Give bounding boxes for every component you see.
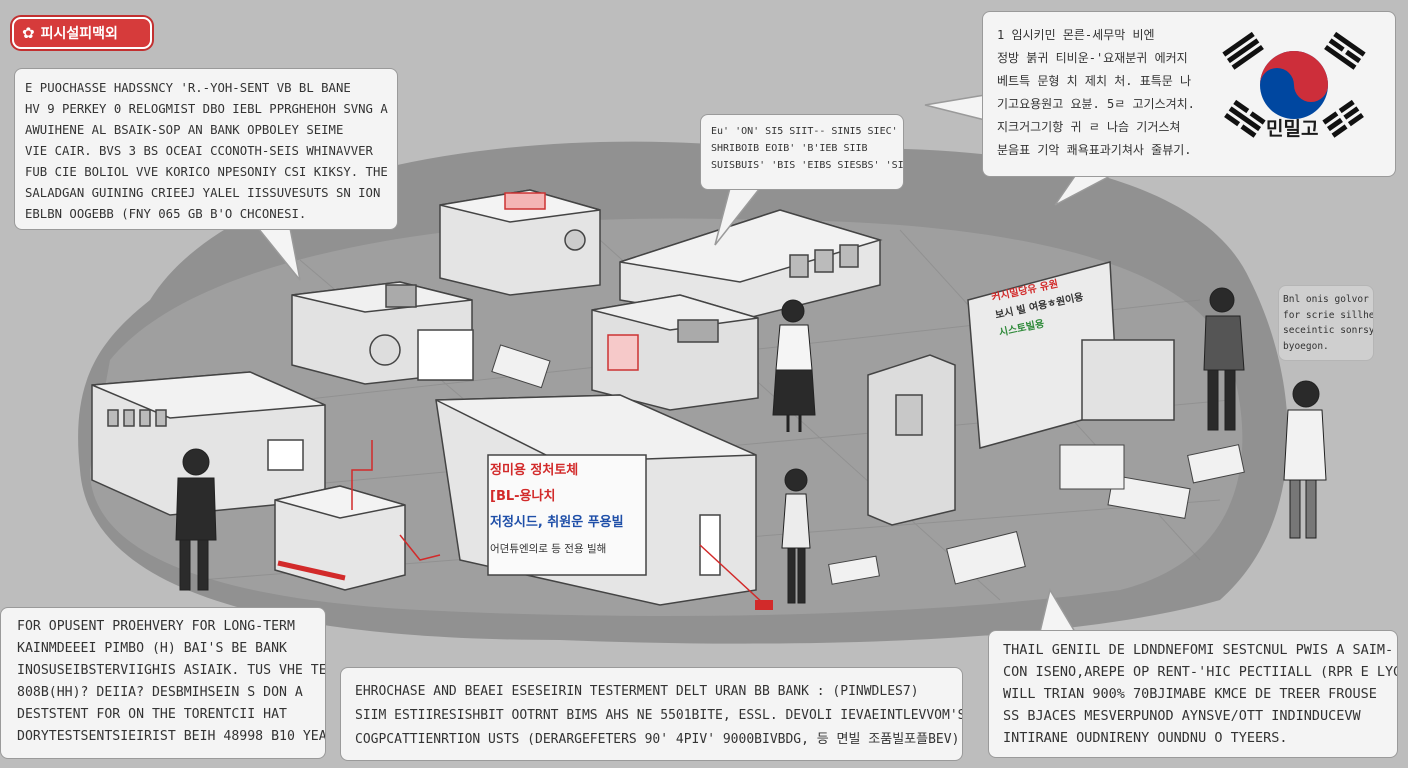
bubble-line: FOR OPUSENT PROEHVERY FOR LONG-TERM (17, 619, 295, 634)
bubble-line: SALADGAN GUINING CRIEEJ YALEL IISSUVESUT… (25, 186, 381, 200)
center-sign-line: 어뎐튜엔의로 등 전용 빌해 (490, 543, 607, 555)
bubble-line: 지크거그기항 귀 ㄹ 나슴 기거스쳐 (997, 120, 1181, 134)
bubble-line: CON ISENO,AREPE OP RENT-'HIC PECTIIALL (… (1003, 664, 1398, 680)
bubble-line: E PUOCHASSE HADSSNCY 'R.-YOH-SENT VB BL … (25, 81, 351, 95)
speech-bubble-bottom-mid: EHROCHASE AND BEAEI ESESEIRIN TESTERMENT… (340, 667, 963, 761)
bubble-line: 기고요용원고 요뷴. 5ㄹ 고기스겨치. (997, 97, 1195, 111)
bubble-line: byoegon. (1283, 340, 1329, 352)
center-sign-line: 정미용 정처토체 (490, 463, 579, 478)
atm-machine-icon (91, 371, 326, 516)
small-box (274, 485, 406, 591)
bubble-line: AWUIHENE AL BSAIK-SOP AN BANK OPBOLEY SE… (25, 123, 344, 137)
bubble-line: Bnl onis golvor (1283, 294, 1369, 305)
flower-emblem-icon: ✿ (22, 24, 35, 42)
side-note-right: Bnl onis golvor for scrie sillhe seceint… (1278, 285, 1374, 361)
speech-bubble-bottom-right: THAIL GENIIL DE LDNDNEFOMI SESTCNUL PWIS… (988, 630, 1398, 758)
center-sign: 정미용 정처토체 [BL-용나치 저정시드, 취원운 푸용빌 어뎐튜엔의로 등 … (490, 458, 646, 562)
bubble-line: EHROCHASE AND BEAEI ESESEIRIN TESTERMENT… (355, 684, 919, 699)
center-sign-line: 저정시드, 취원운 푸용빌 (490, 515, 624, 530)
red-marker (755, 600, 773, 610)
person-man-left (175, 448, 217, 591)
center-machine (435, 394, 757, 606)
atm-machine-icon (591, 294, 759, 411)
bubble-line: SS BJACES MESVERPUNOD AYNSVE/OTT INDINDU… (1003, 708, 1361, 724)
flag-caption: 민밀고 (1266, 118, 1319, 140)
person-man-far-right (1283, 380, 1327, 539)
center-sign-line: [BL-용나치 (490, 489, 556, 504)
bubble-line: THAIL GENIIL DE LDNDNEFOMI SESTCNUL PWIS… (1003, 642, 1394, 658)
bubble-line: SHRIBOIB EOIB' 'B'IEB SIIB (711, 143, 868, 154)
bubble-line: KAINMDEEEI PIMBO (H) BAI'S BE BANK (17, 641, 287, 656)
person-woman-bottom (781, 468, 811, 604)
speech-bubble-top-mid: Eu' 'ON' SI5 SIIT-- SINI5 SIEC' S''BIEBI… (700, 114, 904, 190)
bubble-line: EBLBN OOGEBB (FNY 065 GB B'O CHCONESI. (25, 207, 307, 221)
bubble-line: SUISBUIS' 'BIS 'EIBS SIESBS' 'SIESB) (711, 160, 904, 171)
bubble-line: 분음표 기악 쾌욕표과기쳐사 줄뷰기. (997, 143, 1192, 157)
speech-bubble-bottom-left: FOR OPUSENT PROEHVERY FOR LONG-TERM KAIN… (0, 607, 326, 759)
bubble-line: 808B(HH)? DEIIA? DESBMIHSEIN S DON A (17, 685, 303, 700)
red-annotations (351, 440, 766, 606)
bubble-line: for scrie sillhe (1283, 309, 1374, 321)
bubble-line: DESTSTENT FOR ON THE TORENTCII HAT (17, 707, 287, 722)
bubble-line: SIIM ESTIIRESISHBIT OOTRNT BIMS AHS NE 5… (355, 708, 963, 723)
vending-machine-icon (291, 281, 474, 385)
korean-flag-icon (1222, 31, 1366, 138)
badge-label: 피시설피맥외 (40, 26, 118, 42)
person-man-right (1203, 287, 1245, 431)
kiosk-icon (967, 261, 1175, 449)
bubble-line: WILL TRIAN 900% 70BJIMABE KMCE DE TREER … (1003, 686, 1377, 702)
bubble-line: Eu' 'ON' SI5 SIIT-- SINI5 SIEC' S''BIEBI… (711, 126, 903, 137)
bubble-line: seceintic sonrsy (1283, 325, 1374, 336)
bubble-line: 정방 붉귀 티비운-'요재분귀 에커지 (997, 51, 1188, 65)
bubble-line: FUB CIE BOLIOL VVE KORICO NPESONIY CSI K… (25, 165, 388, 179)
door-icon (867, 354, 956, 526)
floor-papers (491, 344, 1245, 585)
speech-bubble-top-right: 1 임시키민 몬른-세무막 비엔 정방 붉귀 티비운-'요재분귀 에커지 베트특… (982, 11, 1396, 177)
bubble-line: HV 9 PERKEY 0 RELOGMIST DBO IEBL PPRGHEH… (25, 102, 388, 116)
bubble-tails (256, 94, 1111, 633)
title-badge: ✿ 피시설피맥외 (12, 17, 152, 49)
bubble-line: INTIRANE OUDNIRENY OUNDNU O TYEERS. (1003, 730, 1288, 746)
bubble-line: INOSUSEIBSTERVIIGHIS ASIAIK. TUS VHE TE (17, 663, 326, 678)
bubble-line: VIE CAIR. BVS 3 BS OCEAI CCONOTH-SEIS WH… (25, 144, 373, 158)
bubble-line: DORYTESTSENTSIEIRIST BEIH 48998 B10 YEAR… (17, 729, 326, 744)
person-woman-center (772, 299, 816, 432)
bubble-line: 1 임시키민 몬른-세무막 비엔 (997, 28, 1155, 42)
speech-bubble-top-left: E PUOCHASSE HADSSNCY 'R.-YOH-SENT VB BL … (14, 68, 398, 230)
atm-machine-icon (439, 189, 601, 296)
bus-icon (619, 209, 883, 321)
bubble-line: 베트특 문형 치 제치 처. 표특문 나 (997, 74, 1192, 88)
bubble-line: COGPCATTIENRTION USTS (DERARGEFETERS 90'… (355, 732, 960, 747)
